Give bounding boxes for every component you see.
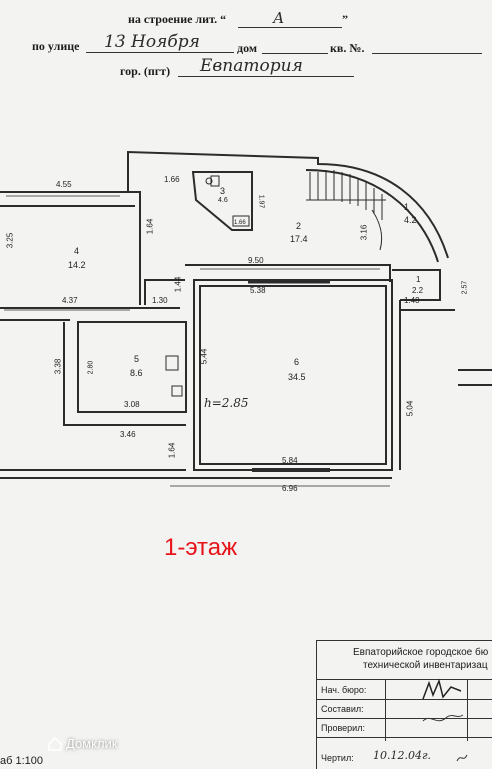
stamp-row-divider (317, 679, 492, 680)
room-4-area: 14.2 (68, 260, 86, 270)
dim-197: 1.97 (257, 194, 265, 209)
stamp-label-checked: Проверил: (321, 723, 365, 733)
stamp-row-divider (317, 718, 492, 719)
stamp-column-divider (467, 679, 468, 741)
street-label: по улице (32, 39, 80, 53)
dim-144: 1.44 (173, 276, 183, 293)
room-5-number: 5 (134, 354, 140, 364)
dim-504: 5.04 (405, 400, 415, 417)
stamp-row-divider (317, 737, 492, 738)
dim-164b: 1.64 (167, 442, 177, 459)
stamp-label-head: Нач. бюро: (321, 685, 367, 695)
building-quote-close: ” (342, 12, 348, 26)
ceiling-height-note: h=2.85 (204, 396, 249, 410)
watermark-text: Домклик (66, 736, 118, 751)
building-value: А (273, 9, 285, 27)
dim-280: 2.80 (87, 360, 95, 375)
room-1-area: 4.2 (404, 215, 417, 225)
room-2-area: 17.4 (290, 234, 308, 244)
city-value: Евпатория (200, 56, 303, 76)
dim-696: 6.96 (282, 484, 298, 493)
room-3-area: 4.6 (218, 197, 228, 204)
room-6-area: 34.5 (288, 372, 306, 382)
dim-166: 1.66 (164, 175, 180, 184)
stamp-label-compiled: Составил: (321, 704, 364, 714)
dim-325: 3.25 (5, 232, 15, 249)
stamp-column-divider (385, 679, 386, 741)
house-underline (262, 53, 328, 54)
house-label: дом (237, 41, 258, 55)
dim-316: 3.16 (359, 224, 369, 241)
signature-image (422, 678, 468, 762)
street-value: 13 Ноября (104, 32, 200, 52)
stamp-row-divider (317, 699, 492, 700)
city-label: гор. (пгт) (120, 64, 171, 78)
room-2-number: 2 (296, 221, 302, 231)
dim-257: 2.57 (461, 280, 469, 295)
house-icon (48, 736, 62, 751)
room-1-number: 1 (404, 202, 410, 212)
room-4-number: 4 (74, 246, 80, 256)
stamp-label-drawn: Чертил: (321, 753, 354, 763)
dim-544: 5.44 (199, 348, 209, 365)
dim-166b: 1.66 (234, 220, 246, 226)
room-1b-area: 2.2 (412, 286, 424, 295)
title-block: Евпаторийское городское бю технической и… (316, 640, 492, 769)
dim-148: 1.48 (404, 296, 420, 305)
dim-538: 5.38 (250, 286, 266, 295)
room-6-number: 6 (294, 357, 300, 367)
building-underline (238, 27, 342, 28)
building-label: на строение лит. “ (128, 12, 227, 26)
dim-950: 9.50 (248, 256, 264, 265)
stamp-org-line2: технической инвентаризац (363, 660, 488, 671)
room-5-area: 8.6 (130, 368, 143, 378)
apt-label: кв. №. (330, 41, 365, 55)
dim-455: 4.55 (56, 180, 72, 189)
dim-130: 1.30 (152, 296, 168, 305)
watermark: Домклик (48, 736, 118, 751)
street-underline (86, 52, 234, 53)
city-underline (178, 76, 354, 77)
dim-437: 4.37 (62, 296, 78, 305)
dim-164: 1.64 (145, 218, 155, 235)
stamp-org-line1: Евпаторийское городское бю (353, 647, 489, 658)
dim-338: 3.38 (53, 358, 63, 375)
room-3-number: 3 (220, 186, 226, 196)
stamp-drawn-date: 10.12.04г. (373, 749, 432, 762)
room-1b-number: 1 (416, 275, 421, 284)
dim-346: 3.46 (120, 430, 136, 439)
scale-label: аб 1:100 (0, 755, 44, 767)
dim-308: 3.08 (124, 400, 140, 409)
floor-label: 1-этаж (164, 534, 238, 561)
apt-underline (372, 53, 482, 54)
dim-584: 5.84 (282, 456, 298, 465)
